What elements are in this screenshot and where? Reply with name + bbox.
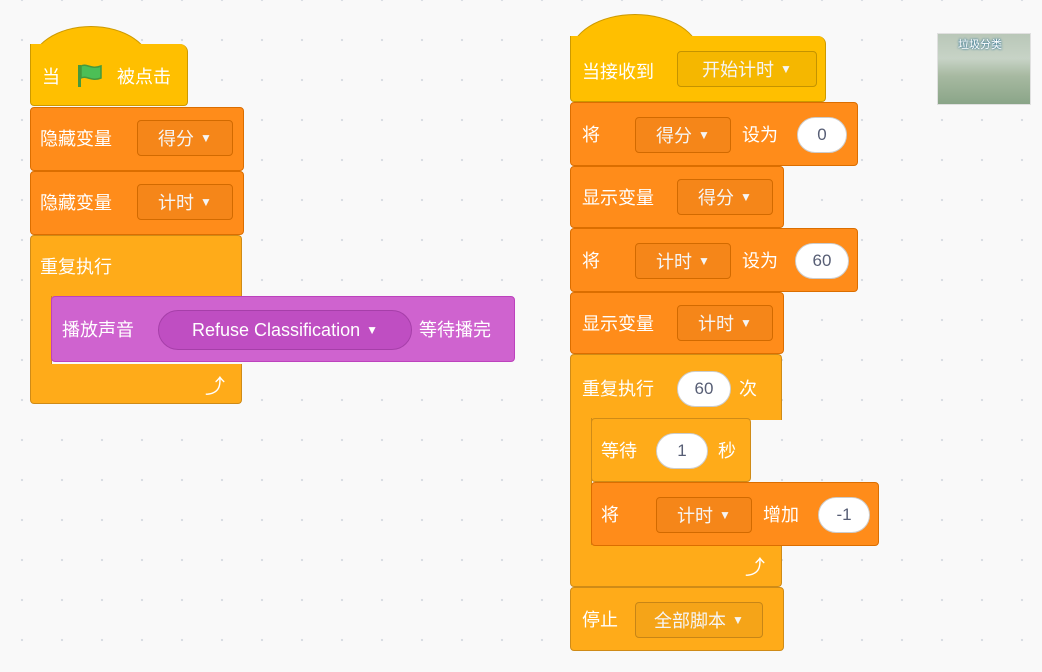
variable-dropdown-timer[interactable]: 计时 ▼ — [656, 497, 752, 533]
when-flag-clicked-block[interactable]: 当 被点击 — [30, 44, 188, 106]
stage-thumbnail[interactable] — [937, 33, 1031, 105]
message-dropdown[interactable]: 开始计时 ▼ — [677, 51, 817, 87]
sound-dropdown[interactable]: Refuse Classification ▼ — [158, 310, 412, 350]
variable-dropdown-score[interactable]: 得分 ▼ — [677, 179, 773, 215]
stop-option-dropdown[interactable]: 全部脚本 ▼ — [635, 602, 763, 638]
wait-label: 等待 — [601, 441, 637, 461]
forever-block-top[interactable]: 重复执行 — [30, 235, 242, 297]
stage-thumbnail-label: 垃圾分类 — [958, 39, 1002, 51]
wait-block[interactable]: 等待 1 秒 — [591, 418, 751, 482]
play-sound-label: 播放声音 — [62, 320, 134, 340]
repeat-count-input[interactable]: 60 — [677, 371, 731, 407]
hide-variable-timer-block[interactable]: 隐藏变量 计时 ▼ — [30, 171, 244, 235]
loop-arrow-icon: ⤴ — [205, 376, 225, 398]
green-flag-icon — [75, 63, 105, 94]
stop-block[interactable]: 停止 全部脚本 ▼ — [570, 587, 784, 651]
dropdown-value: 得分 — [698, 188, 735, 208]
dropdown-value: 计时 — [698, 314, 735, 334]
loop-arrow-icon: ⤴ — [745, 557, 765, 579]
value-input-score[interactable]: 0 — [797, 117, 847, 153]
set-variable-score-block[interactable]: 将 得分 ▼ 设为 0 — [570, 102, 858, 166]
hide-variable-label: 隐藏变量 — [40, 193, 112, 213]
repeat-block-arm — [570, 418, 592, 548]
times-label: 次 — [739, 379, 757, 399]
show-variable-label: 显示变量 — [582, 188, 654, 208]
dropdown-caret-icon: ▼ — [719, 508, 731, 522]
dropdown-caret-icon: ▼ — [698, 128, 710, 142]
dropdown-caret-icon: ▼ — [780, 62, 792, 76]
dropdown-value: 得分 — [656, 126, 693, 146]
variable-dropdown-timer[interactable]: 计时 ▼ — [137, 184, 233, 220]
when-i-receive-block[interactable]: 当接收到 开始计时 ▼ — [570, 36, 826, 102]
set-label: 将 — [582, 251, 600, 271]
dropdown-caret-icon: ▼ — [366, 323, 378, 337]
stop-label: 停止 — [582, 610, 618, 630]
dropdown-caret-icon: ▼ — [740, 316, 752, 330]
variable-dropdown-timer[interactable]: 计时 ▼ — [677, 305, 773, 341]
show-variable-score-block[interactable]: 显示变量 得分 ▼ — [570, 166, 784, 228]
when-receive-label: 当接收到 — [582, 62, 654, 82]
dropdown-caret-icon: ▼ — [698, 254, 710, 268]
repeat-label: 重复执行 — [582, 379, 654, 399]
variable-dropdown-score[interactable]: 得分 ▼ — [137, 120, 233, 156]
seconds-label: 秒 — [718, 441, 736, 461]
forever-block-bottom: ⤴ — [30, 364, 242, 404]
clicked-label: 被点击 — [117, 67, 171, 87]
set-variable-timer-block[interactable]: 将 计时 ▼ 设为 60 — [570, 228, 858, 292]
dropdown-caret-icon: ▼ — [732, 613, 744, 627]
dropdown-value: 计时 — [677, 506, 714, 526]
repeat-block-top[interactable]: 重复执行 60 次 — [570, 354, 782, 420]
change-by-label: 增加 — [763, 505, 799, 525]
hide-variable-score-block[interactable]: 隐藏变量 得分 ▼ — [30, 107, 244, 171]
repeat-block-bottom: ⤴ — [570, 545, 782, 587]
play-sound-until-done-block[interactable]: 播放声音 Refuse Classification ▼ 等待播完 — [51, 296, 515, 362]
show-variable-label: 显示变量 — [582, 314, 654, 334]
variable-dropdown-score[interactable]: 得分 ▼ — [635, 117, 731, 153]
dropdown-value: 计时 — [656, 252, 693, 272]
set-to-label: 设为 — [742, 125, 778, 145]
dropdown-caret-icon: ▼ — [740, 190, 752, 204]
until-done-label: 等待播完 — [419, 320, 491, 340]
change-amount-input[interactable]: -1 — [818, 497, 870, 533]
wait-seconds-input[interactable]: 1 — [656, 433, 708, 469]
dropdown-value: Refuse Classification — [192, 319, 361, 340]
value-input-timer[interactable]: 60 — [795, 243, 849, 279]
forever-block-arm — [30, 296, 52, 366]
set-to-label: 设为 — [742, 251, 778, 271]
set-label: 将 — [582, 125, 600, 145]
dropdown-value: 开始计时 — [702, 60, 775, 80]
change-label: 将 — [601, 505, 619, 525]
dropdown-caret-icon: ▼ — [200, 131, 212, 145]
dropdown-value: 得分 — [158, 129, 195, 149]
when-label: 当 — [42, 67, 60, 87]
dropdown-value: 全部脚本 — [654, 611, 727, 631]
forever-label: 重复执行 — [40, 257, 112, 277]
change-variable-timer-block[interactable]: 将 计时 ▼ 增加 -1 — [591, 482, 879, 546]
dropdown-caret-icon: ▼ — [200, 195, 212, 209]
variable-dropdown-timer[interactable]: 计时 ▼ — [635, 243, 731, 279]
show-variable-timer-block[interactable]: 显示变量 计时 ▼ — [570, 292, 784, 354]
dropdown-value: 计时 — [158, 193, 195, 213]
hide-variable-label: 隐藏变量 — [40, 129, 112, 149]
